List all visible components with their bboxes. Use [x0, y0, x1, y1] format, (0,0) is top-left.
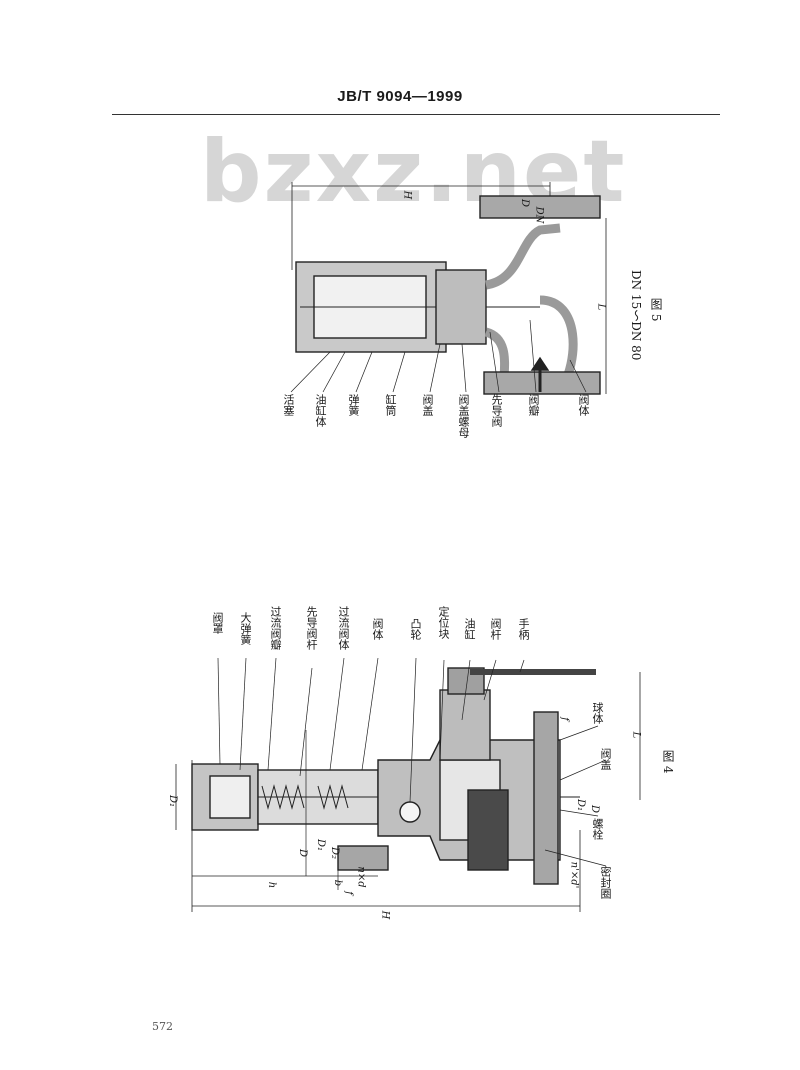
fig5-dim-L: L [595, 303, 607, 311]
fig5-caption: 图 5 [649, 298, 663, 322]
fig4-dim-h: h [266, 881, 278, 889]
fig4-dim-D2: D₂ [329, 846, 341, 860]
fig4-dim-D1-cap: D₁ [167, 794, 179, 808]
fig4-label-valve-cap: 阀罩 [211, 612, 224, 634]
fig4-label-valve-body: 阀体 [371, 618, 384, 640]
fig4-dim-D: D [297, 848, 309, 858]
fig4-dim-D1-bottom: D₁ [575, 798, 587, 812]
header-rule [112, 114, 720, 115]
fig5-dim-D: D [519, 198, 531, 208]
fig5-label-piston: 活塞 [282, 394, 295, 416]
fig4-label-oil-cylinder: 油缸 [463, 618, 476, 640]
fig4-label-ball: 球体 [591, 702, 604, 724]
fig4-dim-n-d: n×d [355, 866, 367, 888]
fig4-label-pilot-stem: 先导阀杆 [305, 606, 318, 650]
fig5-label-disc: 阀瓣 [527, 394, 540, 416]
fig5-label-pilot-valve: 先导阀 [490, 394, 503, 427]
fig4-dim-f-top: f [558, 717, 570, 721]
fig4-dim-H: H [379, 910, 391, 920]
fig4-dim-D1: D₁ [315, 838, 327, 852]
fig4-label-flow-body: 过流阀体 [337, 606, 350, 650]
fig5-label-spring: 弹簧 [347, 394, 360, 416]
fig4-label-large-spring: 大弹簧 [239, 612, 252, 645]
fig5-dim-DN: DN [533, 206, 545, 224]
fig4-label-bonnet: 阀盖 [599, 748, 612, 770]
fig4-dim-L: L [630, 731, 642, 739]
fig4-drawing [175, 657, 641, 912]
fig5-label-bonnet: 阀盖 [421, 394, 434, 416]
fig4-label-handle: 手柄 [517, 618, 530, 640]
fig5-range: DN 15～DN 80 [629, 270, 643, 361]
fig5-label-cylinder-body: 油缸体 [314, 394, 327, 427]
fig5-drawing [290, 182, 607, 395]
fig4-caption: 图 4 [661, 750, 675, 774]
fig4-dim-D-bottom: D [589, 804, 601, 814]
fig5-label-cylinder-tube: 缸筒 [384, 394, 397, 416]
document-header: JB/T 9094—1999 [337, 88, 463, 105]
fig4-label-seal-ring: 密封圈 [599, 866, 612, 899]
fig4-label-stem: 阀杆 [489, 618, 502, 640]
page-number: 572 [152, 1020, 173, 1033]
fig4-label-locating-block: 定位块 [437, 606, 450, 639]
fig5-label-bonnet-nut: 阀盖螺母 [457, 394, 470, 438]
fig5-dim-H: H [401, 190, 413, 200]
fig4-dim-n-d-prime: n'×d' [568, 861, 580, 889]
fig4-label-cam: 凸轮 [409, 618, 422, 640]
fig4-label-flow-disc: 过流阀瓣 [269, 606, 282, 650]
fig4-label-bolt: 螺栓 [591, 818, 604, 840]
fig5-label-valve-body: 阀体 [577, 394, 590, 416]
fig4-dim-f-bottom: f [342, 891, 354, 895]
fig4-dim-b: b [332, 879, 344, 887]
